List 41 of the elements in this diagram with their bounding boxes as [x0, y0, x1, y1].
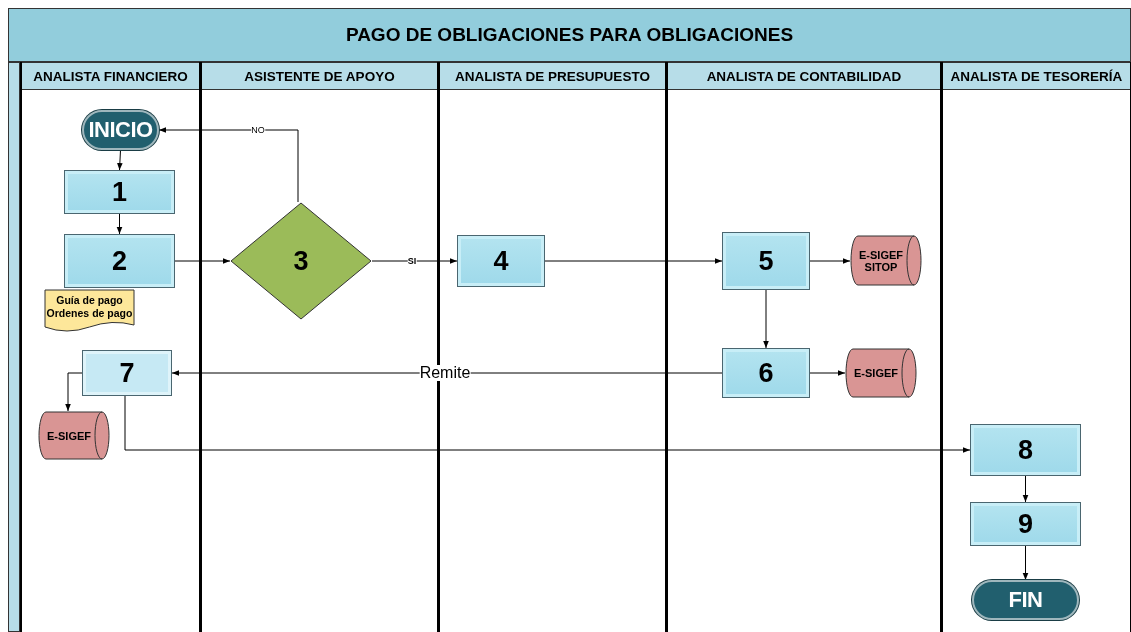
edge-label: SI	[407, 256, 417, 266]
arrow	[124, 395, 971, 453]
arrow	[116, 213, 123, 235]
swimlane	[666, 62, 941, 632]
terminal-box: FIN	[972, 580, 1079, 620]
arrow	[174, 258, 231, 264]
edge-label: NO	[251, 125, 265, 135]
process-box: 4	[457, 235, 545, 287]
lane-header: ANALISTA FINANCIERO	[22, 62, 199, 90]
database-cylinder: E-SIGEF SITOP	[850, 235, 922, 286]
arrow	[763, 289, 769, 349]
diagram-title: PAGO DE OBLIGACIONES PARA OBLIGACIONES	[8, 8, 1131, 62]
terminal-box: INICIO	[82, 110, 159, 150]
document-shape: Guía de pago Ordenes de pago	[44, 289, 135, 333]
arrow	[117, 149, 123, 171]
arrow	[1022, 545, 1029, 581]
arrow	[65, 372, 83, 412]
lane-header: ANALISTA DE TESORERÍA	[943, 62, 1130, 90]
process-box: 7	[82, 350, 172, 396]
arrow	[371, 258, 458, 264]
database-cylinder: E-SIGEF	[845, 348, 917, 398]
arrow	[1022, 475, 1029, 503]
arrow	[809, 258, 851, 264]
database-cylinder: E-SIGEF	[38, 411, 110, 460]
arrow	[809, 370, 846, 376]
process-box: 6	[722, 348, 810, 398]
swimlane	[20, 62, 200, 632]
process-box: 2	[64, 234, 175, 288]
process-box: 1	[64, 170, 175, 214]
process-box: 5	[722, 232, 810, 290]
process-box: 9	[970, 502, 1081, 546]
lane-header: ANALISTA DE CONTABILIDAD	[668, 62, 940, 90]
process-box: 8	[970, 424, 1081, 476]
swimlane	[941, 62, 1131, 632]
lane-header: ASISTENTE DE APOYO	[202, 62, 437, 90]
lane-header: ANALISTA DE PRESUPUESTO	[440, 62, 665, 90]
decision-diamond: 3	[230, 202, 372, 320]
arrow	[158, 127, 299, 203]
edge-label: Remite	[419, 365, 471, 381]
arrow	[171, 370, 723, 376]
arrow	[544, 258, 723, 264]
